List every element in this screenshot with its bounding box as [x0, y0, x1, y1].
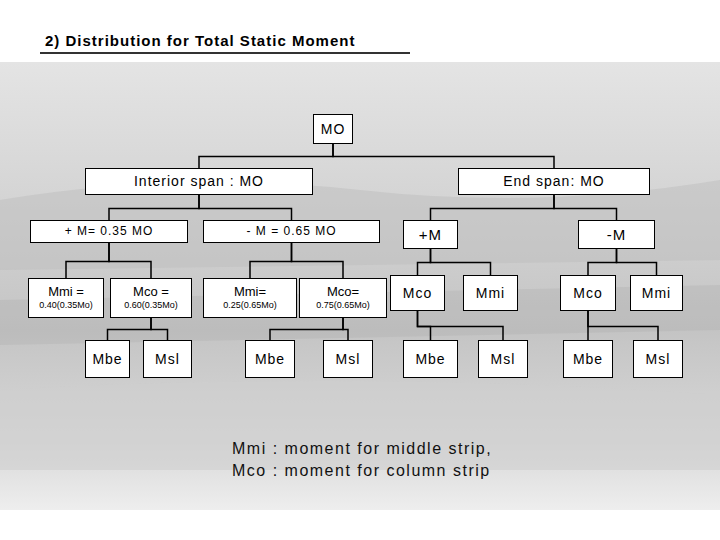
strip-box: Mmi — [630, 275, 683, 311]
strip-box: Mco — [560, 275, 616, 311]
slide-title: 2) Distribution for Total Static Moment — [45, 32, 355, 49]
tree-connector — [108, 318, 152, 340]
node-formula: 0.75(0.65Mo) — [316, 300, 370, 310]
node-label: Mmi = — [48, 285, 84, 300]
tree-connector — [333, 144, 554, 168]
title-rule — [40, 52, 410, 54]
member-box: Msl — [323, 340, 373, 378]
member-box: Msl — [633, 340, 683, 378]
node-label: +M — [419, 226, 442, 243]
node-label: MO — [321, 121, 346, 137]
tree-connector — [109, 243, 151, 278]
node-formula: 0.60(0.35Mo) — [124, 300, 178, 310]
node-formula: 0.25(0.65Mo) — [223, 300, 277, 310]
node-formula: 0.40(0.35Mo) — [39, 300, 93, 310]
member-box: Msl — [478, 340, 528, 378]
photo-ground — [0, 62, 720, 510]
node-label: Mbe — [573, 351, 603, 367]
node-label: Msl — [646, 351, 671, 367]
node-label: Mmi — [642, 285, 671, 301]
tree-connector — [431, 249, 491, 275]
member-box: Mbe — [85, 340, 130, 378]
tree-connector — [418, 249, 431, 275]
tree-connector — [554, 195, 617, 220]
node-label: End span: MO — [503, 173, 605, 189]
tree-connector — [151, 318, 168, 340]
tree-connector — [199, 195, 292, 220]
node-label: + M= 0.35 MO — [65, 225, 154, 239]
sign-box: -M — [578, 220, 655, 249]
tree-connector — [343, 318, 348, 340]
strip-box: Mco =0.60(0.35Mo) — [110, 278, 192, 318]
node-label: Msl — [155, 351, 180, 367]
node-label: Msl — [491, 351, 516, 367]
tree-connector — [617, 249, 657, 275]
tree-connector — [270, 318, 343, 340]
strip-box: Mco=0.75(0.65Mo) — [299, 278, 387, 318]
strip-box: Mmi — [463, 275, 518, 311]
sign-box: + M= 0.35 MO — [30, 220, 188, 243]
node-label: Mco — [403, 285, 432, 301]
tree-connector — [250, 243, 292, 278]
tree-connector — [418, 311, 431, 340]
legend-note: Mco : moment for column strip — [232, 462, 491, 480]
tree-connector — [588, 311, 658, 340]
node-label: Msl — [336, 351, 361, 367]
tree-connector — [292, 243, 344, 278]
tree-connector — [199, 144, 333, 168]
photo-water — [0, 381, 720, 470]
node-label: Mco — [573, 285, 602, 301]
tree-connector — [588, 249, 617, 275]
sign-box: +M — [403, 220, 458, 249]
strip-box: Mmi=0.25(0.65Mo) — [203, 278, 297, 318]
node-label: Mco = — [133, 285, 169, 300]
legend-note: Mmi : moment for middle strip, — [232, 440, 492, 458]
strip-box: Mmi =0.40(0.35Mo) — [28, 278, 104, 318]
node-label: -M — [607, 226, 627, 243]
node-label: Mbe — [415, 351, 445, 367]
node-label: Interior span : MO — [134, 173, 264, 189]
tree-connector — [66, 243, 109, 278]
total-moment-box: MO — [313, 114, 353, 144]
node-label: - M = 0.65 MO — [246, 225, 336, 239]
member-box: Mbe — [245, 340, 295, 378]
strip-box: Mco — [390, 275, 445, 311]
span-box: Interior span : MO — [85, 168, 313, 195]
tree-connector — [418, 311, 504, 340]
node-label: Mmi — [476, 285, 505, 301]
tree-connector — [431, 195, 555, 220]
node-label: Mmi= — [234, 285, 266, 300]
sign-box: - M = 0.65 MO — [203, 220, 380, 243]
node-label: Mco= — [327, 285, 359, 300]
span-box: End span: MO — [458, 168, 650, 195]
node-label: Mbe — [255, 351, 285, 367]
member-box: Mbe — [403, 340, 458, 378]
tree-connector — [109, 195, 199, 220]
node-label: Mbe — [92, 351, 122, 367]
member-box: Mbe — [563, 340, 613, 378]
member-box: Msl — [143, 340, 192, 378]
